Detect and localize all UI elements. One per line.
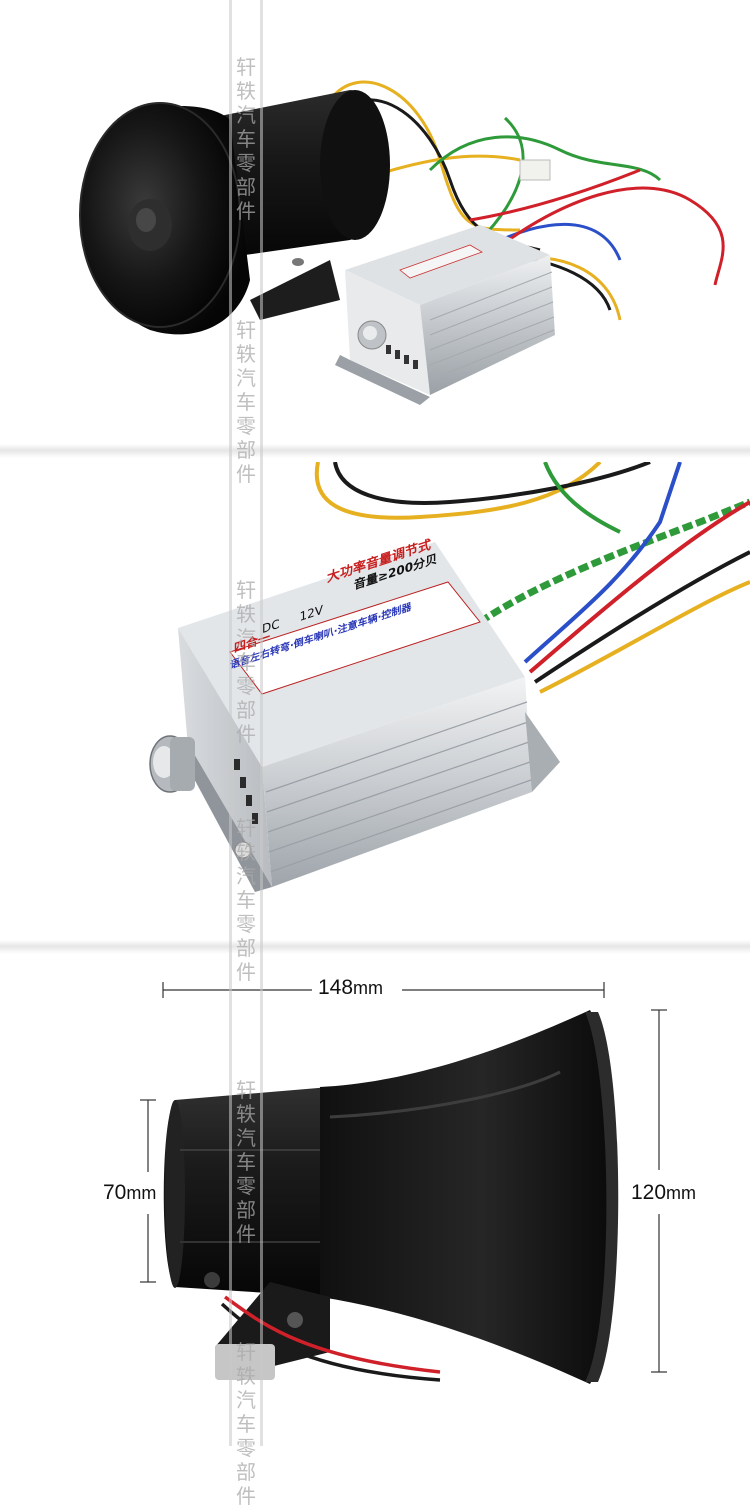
dimension-lines (140, 982, 667, 1373)
wire-bundle (328, 80, 725, 321)
product-photo-controller: 大功率音量调节式 四合一 DC 12V 音量≥200分贝 语音左右转弯·倒车喇叭… (0, 462, 750, 940)
dimension-diameter-horn-unit: mm (666, 1183, 697, 1203)
label-dc: DC (262, 616, 280, 637)
horn-and-controller-illustration (79, 80, 725, 405)
dimension-length-unit: mm (353, 978, 384, 998)
horn-side-view-illustration (140, 982, 667, 1384)
section-divider (0, 940, 750, 954)
dimension-diameter-back: 70mm (103, 1181, 156, 1205)
dimension-diameter-horn: 120mm (631, 1181, 696, 1205)
product-dimensions: 148mm 70mm 120mm (0, 952, 750, 1446)
dimension-diameter-horn-value: 120 (631, 1181, 667, 1204)
dimension-diameter-back-value: 70 (103, 1181, 127, 1204)
dimension-length: 148mm (318, 976, 383, 1000)
product-photo-overview (0, 0, 750, 440)
label-12v: 12V (299, 602, 323, 625)
controller-closeup-illustration (149, 462, 750, 892)
dimension-length-value: 148 (318, 976, 354, 999)
section-divider (0, 444, 750, 458)
dimension-diameter-back-unit: mm (126, 1183, 157, 1203)
